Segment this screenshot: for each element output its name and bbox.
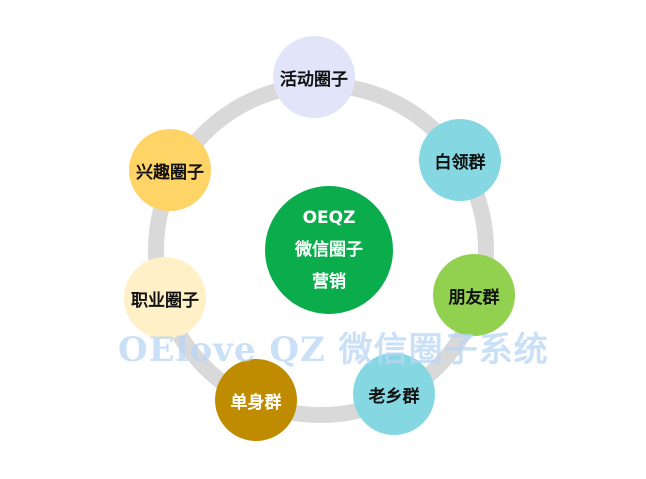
node-singles-group: 单身群 (215, 359, 297, 441)
node-label: 老乡群 (368, 386, 420, 407)
node-activity-circle: 活动圈子 (273, 36, 355, 118)
node-label: 单身群 (230, 392, 282, 413)
node-label: 职业圈子 (131, 290, 199, 311)
node-career-circle: 职业圈子 (124, 257, 206, 339)
center-line-title: 微信圈子 (295, 240, 363, 260)
center-line-subtitle: 营销 (312, 272, 346, 292)
watermark-text: OElove QZ 微信圈子系统 (118, 330, 549, 370)
node-hometown-group: 老乡群 (353, 353, 435, 435)
node-label: 白领群 (434, 152, 486, 173)
node-white-collar-group: 白领群 (419, 119, 501, 201)
node-label: 朋友群 (448, 287, 500, 308)
node-label: 兴趣圈子 (136, 162, 204, 183)
node-label: 活动圈子 (280, 69, 348, 90)
center-hub: OEQZ 微信圈子 营销 (265, 186, 393, 314)
node-friends-group: 朋友群 (433, 254, 515, 336)
node-interest-circle: 兴趣圈子 (129, 129, 211, 211)
center-line-brand: OEQZ (302, 208, 356, 228)
